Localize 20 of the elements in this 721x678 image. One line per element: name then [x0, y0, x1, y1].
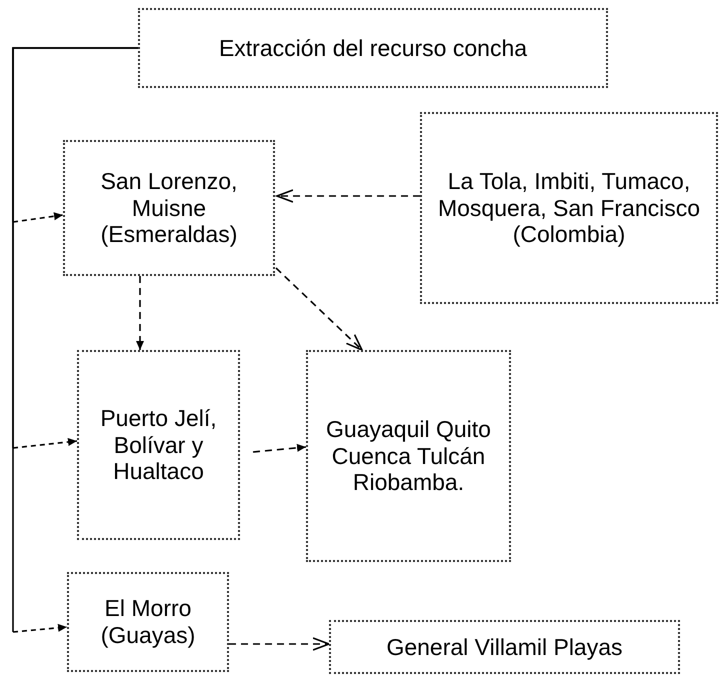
arrow — [12, 47, 138, 633]
place-box — [63, 140, 275, 276]
place-text: San Lorenzo, Muisne (Esmeraldas) — [100, 168, 238, 248]
place-box — [77, 350, 240, 540]
arrow — [275, 267, 363, 351]
place-box — [138, 8, 608, 88]
place-text: Guayaquil Quito Cuenca Tulcán Riobamba. — [325, 416, 492, 496]
place-text: El Morro (Guayas) — [100, 595, 196, 649]
arrow — [252, 444, 306, 453]
place-box — [306, 350, 511, 562]
arrow — [276, 189, 420, 203]
place-box — [420, 112, 718, 304]
place-text: Extracción del recurso concha — [218, 34, 528, 62]
place-text: Puerto Jelí, Bolívar y Hualtaco — [99, 404, 218, 486]
arrow — [136, 276, 144, 350]
place-box — [67, 572, 229, 672]
place-box — [329, 620, 680, 674]
place-text: La Tola, Imbiti, Tumaco, Mosquera, San Francisco (Colombia) — [436, 168, 702, 248]
arrow — [229, 637, 330, 651]
place-text: General Villamil Playas — [386, 634, 623, 660]
